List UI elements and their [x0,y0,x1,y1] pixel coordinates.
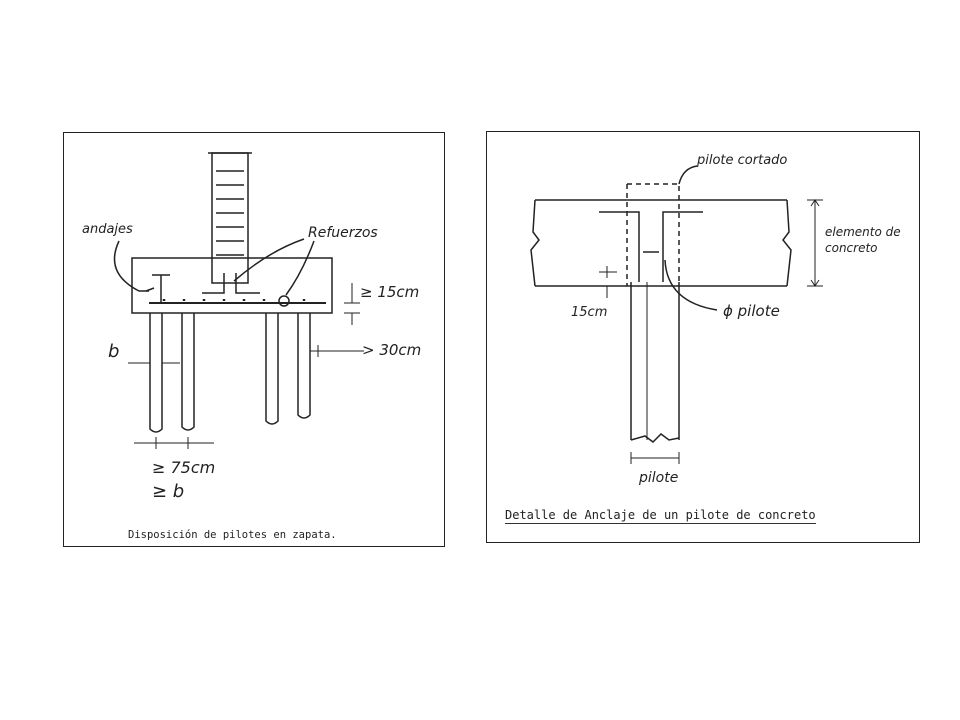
column [211,152,249,284]
label-andajes: andajes [82,222,133,237]
label-concreto: concreto [825,241,878,255]
label-pilote-cortado: pilote cortado [696,153,787,168]
label-phi-pilote: ϕ pilote [723,302,780,320]
label-min-30cm: > 30cm [362,341,421,359]
label-pilote: pilote [638,470,678,486]
piles [149,313,311,433]
pile [630,282,680,440]
label-15cm: 15cm [571,305,607,320]
andajes-leader [113,240,149,292]
hook-bar-left [599,211,640,282]
caption-right: Detalle de Anclaje de un pilote de concr… [505,508,816,524]
refuerzos-leader-2 [285,240,315,296]
footing [131,257,333,314]
label-elemento-de: elemento de [825,225,901,239]
cut-pile-outline [627,183,680,286]
label-min-b: ≥ b [152,481,184,502]
refuerzos-leader-1 [233,238,305,282]
anchorage-detail-panel: pilote cortado elemento de concreto 15cm… [486,131,920,543]
hook-bar-right [662,211,703,282]
label-min-15cm: ≥ 15cm [360,283,419,301]
rebar-dots [162,299,306,301]
label-refuerzos: Refuerzos [308,225,378,241]
column-stirrups [216,170,244,256]
concrete-element [535,199,787,287]
anchorage-detail-drawing: pilote cortado elemento de concreto 15cm… [530,153,901,486]
caption-left: Disposición de pilotes en zapata. [128,529,337,541]
pile-footing-panel: andajes Refuerzos ≥ 15cm > 30cm b ≥ 75cm… [63,132,445,547]
phi-pilote-leader [664,259,718,311]
pilote-cortado-leader [678,165,698,185]
reinforcement-circle [278,295,290,307]
anchor-bar [152,274,170,303]
pile-footing-drawing: andajes Refuerzos ≥ 15cm > 30cm b ≥ 75cm… [82,152,421,502]
label-min-75cm: ≥ 75cm [152,458,215,477]
label-b: b [108,341,119,362]
